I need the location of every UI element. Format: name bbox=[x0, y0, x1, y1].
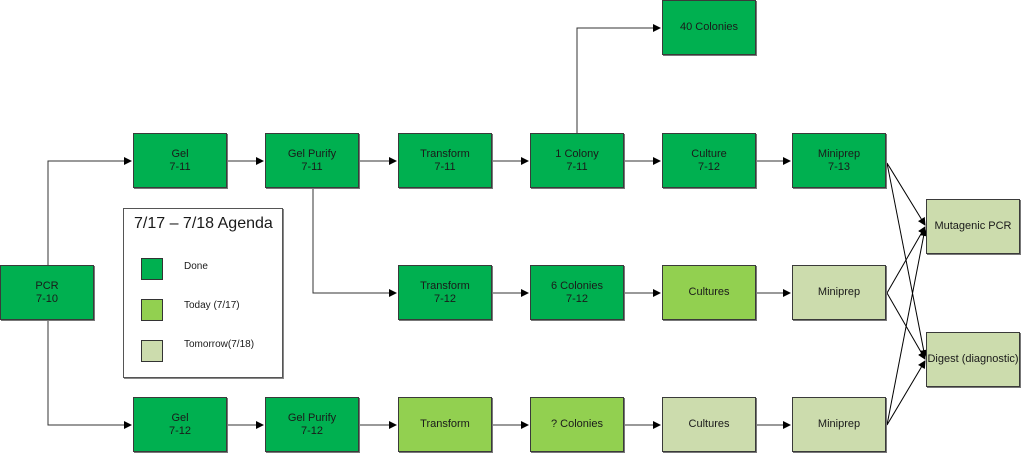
node-label: Culture bbox=[691, 147, 727, 160]
node-label: Gel bbox=[171, 147, 189, 160]
node-pcr[interactable]: PCR 7-10 bbox=[0, 265, 94, 320]
node-gelpurify-c[interactable]: Gel Purify 7-12 bbox=[265, 397, 359, 452]
node-label: 1 Colony bbox=[555, 147, 599, 160]
node-label: Miniprep bbox=[817, 286, 861, 298]
legend-title: 7/17 – 7/18 Agenda bbox=[134, 215, 273, 232]
node-transform-b[interactable]: Transform 7-12 bbox=[398, 265, 492, 320]
node-cultures-b[interactable]: Cultures bbox=[662, 265, 756, 320]
node-date: 7-13 bbox=[827, 160, 851, 173]
node-label: Transform bbox=[420, 279, 470, 292]
node-label: ? Colonies bbox=[551, 418, 603, 430]
legend-swatch-done bbox=[141, 258, 163, 280]
node-date: 7-11 bbox=[301, 160, 323, 173]
edge-pcr-gel-a bbox=[47, 157, 132, 265]
node-gel-c[interactable]: Gel 7-12 bbox=[133, 397, 227, 452]
node-label: 40 Colonies bbox=[679, 21, 739, 33]
node-transform-a[interactable]: Transform 7-11 bbox=[398, 133, 492, 188]
edge-miniprep-a-mutagenic bbox=[886, 162, 926, 226]
node-transform-c[interactable]: Transform bbox=[398, 397, 492, 452]
node-colonies-c[interactable]: ? Colonies bbox=[530, 397, 624, 452]
edge-miniprep-c-mutagenic bbox=[886, 228, 928, 426]
node-culture-a[interactable]: Culture 7-12 bbox=[662, 133, 756, 188]
node-date: 7-12 bbox=[300, 424, 324, 437]
legend-swatch-tomorrow bbox=[141, 340, 163, 362]
node-label: Miniprep bbox=[817, 147, 861, 160]
edge-miniprep-b-mutagenic bbox=[886, 226, 926, 294]
node-40-colonies[interactable]: 40 Colonies bbox=[662, 0, 756, 55]
node-miniprep-c[interactable]: Miniprep bbox=[792, 397, 886, 452]
node-label: Transform bbox=[420, 147, 470, 160]
legend-label-tomorrow: Tomorrow(7/18) bbox=[184, 339, 255, 350]
node-label: Gel Purify bbox=[287, 411, 337, 424]
node-label: 6 Colonies bbox=[551, 279, 603, 292]
node-miniprep-b[interactable]: Miniprep bbox=[792, 265, 886, 320]
node-miniprep-a[interactable]: Miniprep 7-13 bbox=[792, 133, 886, 188]
node-cultures-c[interactable]: Cultures bbox=[662, 397, 756, 452]
edge-pcr-gel-c bbox=[47, 321, 132, 429]
node-date: 7-11 bbox=[169, 160, 191, 173]
node-label: Cultures bbox=[688, 418, 730, 430]
node-label: Miniprep bbox=[817, 418, 861, 430]
node-date: 7-12 bbox=[433, 292, 457, 305]
node-gelpurify-a[interactable]: Gel Purify 7-11 bbox=[265, 133, 359, 188]
node-label: Gel bbox=[171, 411, 189, 424]
node-label: Digest (diagnostic) bbox=[927, 353, 1019, 365]
node-date: 7-10 bbox=[35, 292, 59, 305]
node-date: 7-12 bbox=[168, 424, 192, 437]
legend: 7/17 – 7/18 Agenda Done Today (7/17) Tom… bbox=[123, 208, 283, 378]
node-label: Cultures bbox=[688, 286, 730, 298]
node-date: 7-11 bbox=[434, 160, 456, 173]
edge-miniprep-c-digest bbox=[886, 360, 926, 426]
legend-label-today: Today (7/17) bbox=[184, 300, 240, 311]
node-mutagenic-pcr[interactable]: Mutagenic PCR bbox=[926, 199, 1020, 254]
node-gel-a[interactable]: Gel 7-11 bbox=[133, 133, 227, 188]
legend-swatch-today bbox=[141, 299, 163, 321]
node-label: PCR bbox=[35, 279, 59, 292]
node-colonies-b[interactable]: 6 Colonies 7-12 bbox=[530, 265, 624, 320]
node-label: Transform bbox=[420, 418, 470, 430]
node-colony-a[interactable]: 1 Colony 7-11 bbox=[530, 133, 624, 188]
node-label: Mutagenic PCR bbox=[934, 220, 1012, 232]
node-date: 7-12 bbox=[565, 292, 589, 305]
edge-colony-a-40colonies bbox=[576, 24, 661, 133]
node-date: 7-12 bbox=[697, 160, 721, 173]
node-label: Gel Purify bbox=[287, 147, 337, 160]
legend-label-done: Done bbox=[184, 261, 208, 272]
node-digest[interactable]: Digest (diagnostic) bbox=[926, 332, 1020, 387]
node-date: 7-11 bbox=[566, 160, 588, 173]
edge-gelpurify-a-transform-b bbox=[312, 189, 397, 297]
